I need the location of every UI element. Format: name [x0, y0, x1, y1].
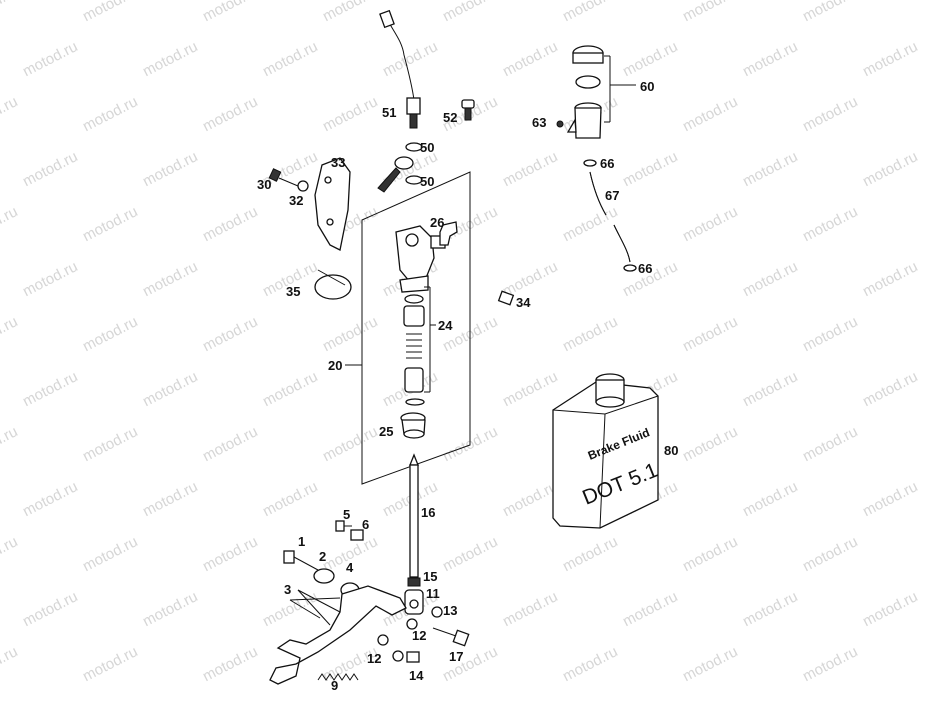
- callout-15: 15: [423, 569, 437, 584]
- washer-bottom: [405, 175, 423, 185]
- cylinder-cover: [314, 157, 351, 251]
- callout-32: 32: [289, 193, 303, 208]
- callout-34: 34: [516, 295, 531, 310]
- master-cylinder: [395, 225, 446, 293]
- callout-50a: 50: [420, 140, 434, 155]
- piston-kit: [403, 286, 436, 406]
- banjo-fitting: [377, 156, 414, 193]
- callout-30: 30: [257, 177, 271, 192]
- pedal-nut: [406, 651, 420, 663]
- brake-fluid-jug: [552, 373, 659, 529]
- rod-nut: [407, 577, 421, 587]
- callout-11: 11: [426, 586, 440, 601]
- callout-25: 25: [379, 424, 393, 439]
- callout-5: 5: [343, 507, 350, 522]
- callout-80: 80: [664, 443, 678, 458]
- clevis-washer: [431, 606, 443, 618]
- callout-26: 26: [430, 215, 444, 230]
- callout-1: 1: [298, 534, 305, 549]
- callout-63: 63: [532, 115, 546, 130]
- callout-52: 52: [443, 110, 457, 125]
- cover-washer: [297, 180, 309, 192]
- washer-top: [405, 142, 423, 152]
- dust-boot: [400, 412, 426, 439]
- reservoir-screw: [556, 120, 564, 128]
- callout-67: 67: [605, 188, 619, 203]
- bleed-screw: [461, 99, 475, 121]
- callout-12b: 12: [367, 651, 381, 666]
- callout-51: 51: [382, 105, 396, 120]
- return-spring: [317, 673, 359, 681]
- washer-12c: [392, 650, 404, 662]
- callout-20: 20: [328, 358, 342, 373]
- callout-2: 2: [319, 549, 326, 564]
- hose-clamp-bottom: [623, 264, 637, 272]
- brake-light-switch: [379, 9, 421, 129]
- washer-12b: [377, 634, 389, 646]
- callout-3: 3: [284, 582, 291, 597]
- callout-33: 33: [331, 155, 345, 170]
- callout-24: 24: [438, 318, 453, 333]
- assembly-frame: [361, 171, 471, 485]
- pivot-bolt: [432, 627, 470, 647]
- callout-4: 4: [346, 560, 354, 575]
- reservoir: [566, 45, 636, 139]
- callout-66a: 66: [600, 156, 614, 171]
- callout-16: 16: [421, 505, 435, 520]
- callout-66b: 66: [638, 261, 652, 276]
- stop-bolt: [335, 520, 352, 532]
- callout-6: 6: [362, 517, 369, 532]
- callout-17: 17: [449, 649, 463, 664]
- brake-pedal: [269, 585, 407, 685]
- callout-9: 9: [331, 678, 338, 693]
- cover-bolt: [268, 168, 299, 187]
- callout-35: 35: [286, 284, 300, 299]
- nut-34: [497, 290, 515, 306]
- callout-60: 60: [640, 79, 654, 94]
- callout-50b: 50: [420, 174, 434, 189]
- washer-12a: [406, 618, 418, 630]
- clevis: [404, 589, 424, 615]
- reservoir-hose: [589, 171, 607, 216]
- elbow-fitting: [439, 221, 458, 246]
- cable-tie: [314, 269, 352, 300]
- callout-13: 13: [443, 603, 457, 618]
- push-rod: [409, 453, 419, 578]
- hose-clamp-top: [583, 159, 597, 167]
- callout-14: 14: [409, 668, 424, 683]
- stop-nut: [350, 529, 364, 541]
- callout-12a: 12: [412, 628, 426, 643]
